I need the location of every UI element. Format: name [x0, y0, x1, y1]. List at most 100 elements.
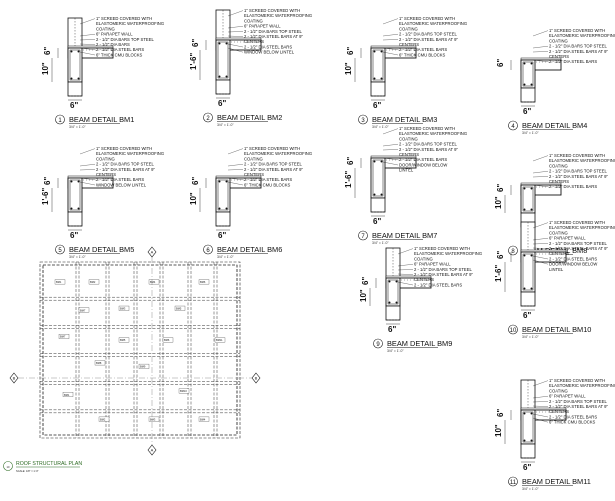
details-layer: 6" 10" 6" 1" SCREED COVERED WITH ELASTOMERIC…: [41, 8, 615, 491]
dim-beam-depth: 10": [189, 192, 198, 205]
dim-beam-width: 6": [70, 231, 78, 240]
dim-beam-width: 6": [70, 101, 78, 110]
detail-scale: 3/4" = 1'-0": [387, 349, 404, 353]
plan-beam-tag: BM1: [56, 280, 62, 284]
detail-title: BEAM DETAIL BM6: [217, 245, 282, 254]
note-label: 6" THICK CMU BLOCKS: [244, 182, 291, 187]
note-label: 2 - 1/2" DIA STEEL BARS AT 9": [549, 49, 608, 54]
detail-number-bubble: [55, 244, 65, 255]
note-label: LINTEL: [549, 267, 564, 272]
grid-marker-icon: [251, 372, 261, 384]
detail-scale: 3/4" = 1'-0": [217, 123, 234, 127]
note-label: 2 - 1/2" DIA STEEL BARS AT 9": [399, 147, 458, 152]
note-label: COATING: [399, 136, 418, 141]
detail-scale: 3/4" = 1'-0": [372, 241, 389, 245]
note-label: COATING: [96, 26, 115, 31]
note-label: 2 - 1/2" DIA STEEL BARS: [244, 177, 292, 182]
note-label: 6" PARAPET WALL: [96, 32, 133, 37]
note-label: COATING: [549, 38, 568, 43]
detail-number: 4: [511, 124, 515, 130]
note-label: ELASTOMERIC WATERPROOFING: [399, 21, 467, 26]
dim-beam-depth: 1'-6": [494, 265, 503, 282]
note-label: 6" PARAPET WALL: [549, 236, 586, 241]
note-label: 2 - 1/2" DIA STEEL BARS AT 9": [549, 246, 608, 251]
dim-slab-thickness: 6": [496, 59, 505, 67]
plan-beam-tag: BM1: [64, 393, 70, 397]
detail-scale: 3/4" = 1'-0": [522, 131, 539, 135]
note-label: COATING: [549, 163, 568, 168]
note-label: 2 - 1/2" DIA STEEL BARS AT 9": [549, 174, 608, 179]
plan-beam-tag: BM9: [140, 365, 146, 369]
detail-scale: 3/4" = 1'-0": [522, 487, 539, 491]
note-label: 1" SCREED COVERED WITH: [244, 8, 300, 13]
beam-detail-bm11: 6"10"6"1" SCREED COVERED WITHELASTOMERIC…: [494, 378, 615, 491]
detail-number-bubble: [358, 114, 368, 125]
detail-number: 1: [58, 118, 62, 124]
note-label: 2 - 1/2" DIA STEEL BARS: [549, 256, 597, 261]
dim-beam-width: 6": [523, 463, 531, 472]
detail-number: 11: [510, 480, 517, 486]
dim-beam-depth: 10": [494, 424, 503, 437]
detail-number-bubble: [203, 112, 213, 123]
note-label: 6" THICK CMU BLOCKS: [549, 420, 596, 425]
beam-detail-bm6: 6"10"6"1" SCREED COVERED WITHELASTOMERIC…: [189, 146, 312, 259]
note-label: CENTERS: [244, 172, 264, 177]
dim-slab-thickness: 6": [191, 177, 200, 185]
grid-tag: B: [13, 376, 16, 381]
note-label: DOOR/WINDOW BELOW: [399, 162, 447, 167]
detail-number: 9: [376, 342, 380, 348]
note-label: 2 - 1/2" DIA STEEL BARS: [96, 177, 144, 182]
detail-number-bubble: [508, 245, 518, 256]
beam-detail-bm5: 6"1'-6"6"1" SCREED COVERED WITHELASTOMER…: [41, 146, 164, 259]
note-label: 2 - 1/2" DIA STEEL BARS AT 9": [414, 272, 473, 277]
note-label: CENTERS: [549, 179, 569, 184]
note-label: 2 - 1/2" DIA BARS TOP STEEL: [549, 241, 607, 246]
note-label: 6" PARAPET WALL: [549, 394, 586, 399]
note-label: 6" PARAPET WALL: [414, 262, 451, 267]
dim-slab-thickness: 6": [346, 47, 355, 55]
plan-beam-tag: BM5: [176, 307, 182, 311]
dim-beam-width: 6": [523, 311, 531, 320]
note-label: 2 - 1/2" DIA STEEL BARS: [549, 59, 597, 64]
note-label: CENTERS: [549, 54, 569, 59]
dim-beam-depth: 10": [344, 62, 353, 75]
detail-title: BEAM DETAIL BM2: [217, 113, 282, 122]
beam-detail-bm10: 6"1'-6"6"1" SCREED COVERED WITHELASTOMER…: [494, 220, 615, 339]
note-label: 2 - 1/2" DIA BARS TOP STEEL: [244, 29, 302, 34]
note-label: COATING: [244, 18, 263, 23]
dim-beam-depth: 1'-6": [344, 171, 353, 188]
note-label: 2 - 1/2" DIA STEEL BARS: [414, 282, 462, 287]
detail-title: BEAM DETAIL BM7: [372, 231, 437, 240]
dim-slab-thickness: 6": [496, 184, 505, 192]
note-label: 1" SCREED COVERED WITH: [399, 126, 455, 131]
plan-beam-tag: BM11: [216, 338, 223, 342]
note-label: CENTERS: [549, 251, 569, 256]
detail-title: BEAM DETAIL BM9: [387, 339, 452, 348]
dim-beam-depth: 1'-6": [41, 188, 50, 205]
note-label: 6" THICK CMU BLOCKS: [399, 52, 446, 57]
detail-number-bubble: [508, 324, 518, 335]
plan-beam-tag: BM4: [200, 417, 206, 421]
dim-slab-thickness: 6": [43, 47, 52, 55]
note-label: WINDOW BELOW LINTEL: [244, 50, 295, 55]
note-label: 1" SCREED COVERED WITH: [96, 16, 152, 21]
note-label: ELASTOMERIC WATERPROOFING: [549, 33, 615, 38]
plan-beam-tag: BM3: [150, 417, 156, 421]
note-label: 2 - 1/2" DIA BARS TOP STEEL: [96, 37, 154, 42]
note-label: WINDOW BELOW LINTEL: [96, 182, 147, 187]
plan-beam-tag: BM7: [80, 308, 86, 312]
note-label: COATING: [96, 156, 115, 161]
note-label: 1" SCREED COVERED WITH: [549, 220, 605, 225]
detail-number: 8: [511, 249, 515, 255]
beam-detail-bm1: 6"10"6"1" SCREED COVERED WITHELASTOMERIC…: [41, 16, 164, 129]
detail-title: BEAM DETAIL BM5: [69, 245, 134, 254]
plan-number-bubble: [3, 461, 13, 471]
dim-slab-thickness: 6": [346, 157, 355, 165]
dim-beam-width: 6": [373, 101, 381, 110]
plan-beam-tag: BM3: [120, 307, 126, 311]
note-label: COATING: [244, 156, 263, 161]
note-label: 2 - 1/2" DIA STEEL BARS: [96, 47, 144, 52]
detail-number-bubble: [508, 476, 518, 487]
grid-tag: A: [151, 250, 154, 255]
